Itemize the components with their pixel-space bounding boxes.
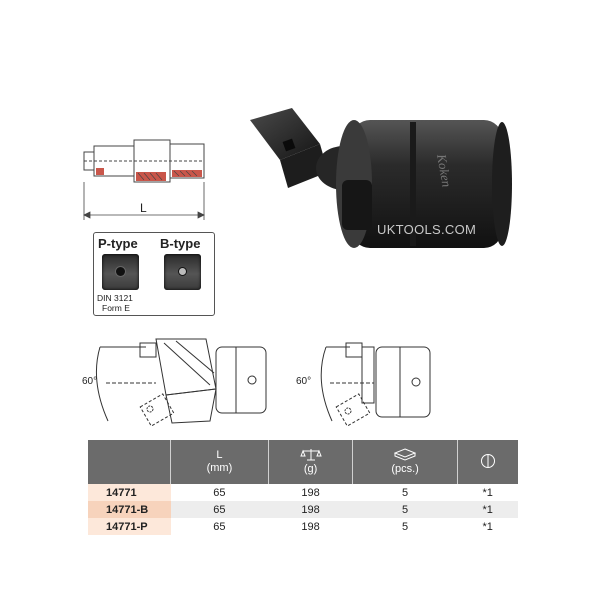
scale-icon bbox=[299, 449, 322, 461]
cell-note: *1 bbox=[457, 501, 518, 518]
header-length-unit: (mm) bbox=[206, 462, 233, 474]
cell-pieces: 5 bbox=[352, 518, 458, 535]
table-row: 14771 65 198 5 *1 bbox=[88, 484, 518, 501]
swivel-angle-drawing-2 bbox=[320, 342, 431, 427]
header-length: L (mm) bbox=[170, 440, 269, 484]
angle-label-2: 60° bbox=[296, 376, 312, 387]
p-type-label: P-type bbox=[98, 236, 138, 251]
brand-engraving: Koken bbox=[434, 152, 455, 188]
header-length-line1: L bbox=[216, 449, 223, 461]
cell-length: 65 bbox=[170, 501, 269, 518]
spec-table: L (mm) (g) (pcs. bbox=[88, 440, 518, 535]
cell-note: *1 bbox=[457, 518, 518, 535]
p-type-image bbox=[102, 254, 139, 290]
dimension-drawing: L bbox=[78, 132, 218, 222]
cell-weight: 198 bbox=[268, 484, 353, 501]
header-code bbox=[88, 440, 171, 484]
angle-diagram-right: 60° bbox=[296, 333, 476, 433]
cell-note: *1 bbox=[457, 484, 518, 501]
b-type-label: B-type bbox=[160, 236, 201, 251]
angle-diagram-left: 60° bbox=[82, 333, 276, 433]
table-row: 14771-B 65 198 5 *1 bbox=[88, 501, 518, 518]
angle-label-1: 60° bbox=[82, 376, 98, 387]
cell-length: 65 bbox=[170, 484, 269, 501]
swivel-angle-drawing-1 bbox=[95, 338, 267, 427]
header-note bbox=[456, 440, 518, 484]
joint-section-drawing bbox=[83, 139, 205, 220]
product-photo: Koken bbox=[232, 100, 532, 270]
p-type-caption-1: DIN 3121 bbox=[97, 293, 133, 303]
table-row: 14771-P 65 198 5 *1 bbox=[88, 518, 518, 535]
type-variants-box: P-type B-type DIN 3121 Form E bbox=[93, 232, 215, 316]
cell-weight: 198 bbox=[268, 518, 353, 535]
universal-joint-image: Koken bbox=[250, 108, 512, 248]
table-header-row: L (mm) (g) (pcs. bbox=[88, 440, 518, 484]
watermark: UKTOOLS.COM bbox=[377, 222, 477, 237]
header-pieces: (pcs.) bbox=[352, 440, 458, 484]
slot-icon bbox=[480, 454, 495, 468]
header-weight: (g) bbox=[267, 440, 353, 484]
cell-pieces: 5 bbox=[352, 484, 458, 501]
cell-code: 14771-B bbox=[88, 501, 171, 518]
cell-length: 65 bbox=[170, 518, 269, 535]
cell-weight: 198 bbox=[268, 501, 353, 518]
cell-code: 14771 bbox=[88, 484, 171, 501]
p-type-caption-2: Form E bbox=[102, 303, 130, 313]
box-icon bbox=[394, 448, 417, 461]
b-type-image bbox=[164, 254, 201, 290]
dimension-l-label: L bbox=[140, 201, 147, 215]
header-weight-unit: (g) bbox=[303, 463, 318, 475]
cell-code: 14771-P bbox=[88, 518, 171, 535]
cell-pieces: 5 bbox=[352, 501, 458, 518]
header-pieces-unit: (pcs.) bbox=[391, 463, 419, 475]
